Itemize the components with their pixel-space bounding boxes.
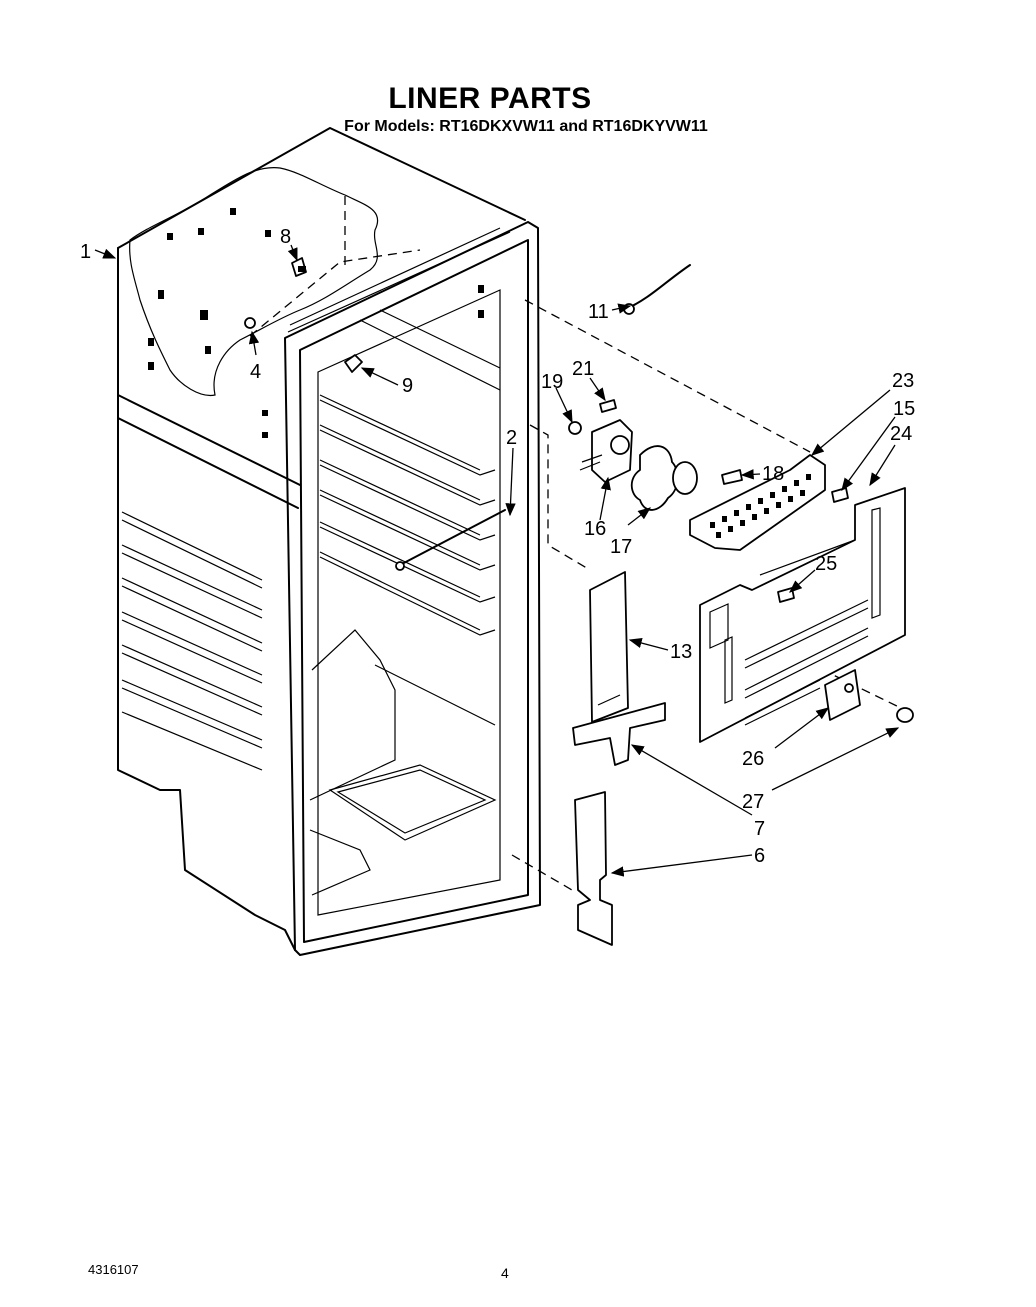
refrigerator-liner: [117, 127, 541, 956]
callout-17: 17: [610, 536, 632, 558]
part-19-nut: [568, 421, 582, 435]
callout-26: 26: [742, 748, 764, 770]
callout-6: 6: [754, 845, 765, 867]
part-6-panel: [574, 791, 613, 946]
callout-25: 25: [815, 553, 837, 575]
callout-8: 8: [280, 226, 291, 248]
callout-24: 24: [890, 423, 912, 445]
page-number: 4: [501, 1265, 509, 1281]
callout-21: 21: [572, 358, 594, 380]
model-subtitle: For Models: RT16DKXVW11 and RT16DKYVW11: [344, 118, 708, 135]
part-9-socket: [344, 354, 363, 373]
part-27-plug: [896, 707, 914, 723]
part-15-screw: [831, 487, 849, 503]
callout-19: 19: [541, 371, 563, 393]
part-23-grille: [689, 454, 826, 551]
callout-4: 4: [250, 361, 261, 383]
callout-1: 1: [80, 241, 91, 263]
callout-11: 11: [588, 301, 609, 323]
part-24-evaporator-cover: [699, 487, 906, 743]
part-26-plate: [824, 669, 861, 721]
callout-7: 7: [754, 818, 765, 840]
part-17-fan-blade: [630, 445, 698, 511]
document-number: 4316107: [88, 1262, 139, 1277]
callout-16: 16: [584, 518, 606, 540]
callout-9: 9: [402, 375, 413, 397]
part-8-bracket: [291, 257, 307, 277]
part-4-screw: [244, 317, 256, 329]
part-16-fan-motor: [579, 419, 633, 483]
part-7-bracket: [572, 702, 666, 766]
part-21-screw: [599, 399, 617, 413]
part-13-duct: [589, 571, 629, 723]
callout-18: 18: [762, 463, 784, 485]
callout-23: 23: [892, 370, 914, 392]
callout-2: 2: [506, 427, 517, 449]
part-2-rod: [399, 509, 506, 566]
diagram-title: LINER PARTS: [388, 82, 592, 115]
callout-27: 27: [742, 791, 764, 813]
callout-13: 13: [670, 641, 692, 663]
part-18-screw: [721, 469, 743, 485]
callout-15: 15: [893, 398, 915, 420]
part-11-wire: [627, 264, 691, 309]
